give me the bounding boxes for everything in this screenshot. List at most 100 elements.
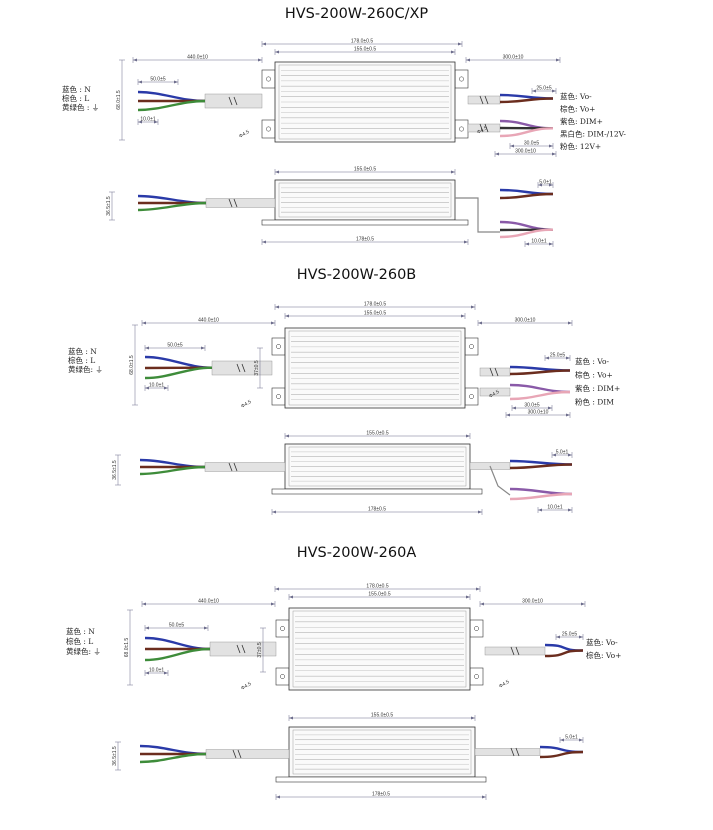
wire-label: 黄绿色: ⏚	[68, 364, 103, 374]
cable-jacket	[209, 641, 277, 657]
dimension-arrow	[458, 42, 462, 46]
dim-side-tin2-1: 10.0±1	[524, 239, 554, 247]
dimension-label: 68.0±1.5	[129, 355, 135, 375]
base-plate-3	[275, 776, 487, 783]
wire	[137, 90, 206, 103]
dimension-label: 178.0±0.5	[366, 584, 388, 590]
dimension-arrow	[538, 183, 542, 187]
dimension-label: 5.0±1	[539, 180, 552, 186]
dimension-arrow	[549, 242, 553, 246]
dimension-arrow	[532, 89, 536, 93]
wire-label: 蓝色 : N	[68, 346, 97, 356]
dimension-arrow	[461, 314, 465, 318]
cable-jacket	[479, 387, 511, 397]
input-cable-2	[211, 360, 273, 376]
cable-jacket	[205, 749, 290, 759]
dimension-arrow	[538, 508, 542, 512]
dimension-label: 10.0±1	[149, 383, 164, 389]
dimension-label: 155.0±0.5	[354, 47, 376, 53]
dim-body-1: 155.0±0.5	[274, 47, 456, 55]
wire	[139, 465, 206, 476]
side-output-wires-3	[539, 745, 584, 759]
dimension-arrow	[138, 80, 142, 84]
dimension-arrow	[495, 152, 499, 156]
dim-strip-3: 50.0±5	[144, 623, 209, 631]
housing-side-3	[288, 726, 476, 778]
wire	[139, 752, 207, 764]
housing-outline	[274, 179, 456, 221]
dimension-label: 300.0±10	[522, 599, 543, 605]
dim-strip-2: 50.0±5	[144, 343, 206, 351]
wire	[499, 127, 554, 138]
cable-jacket	[205, 198, 276, 208]
break-1c	[479, 123, 489, 133]
mounting-hole	[280, 674, 285, 679]
break-mark	[489, 367, 499, 377]
dimension-arrow	[285, 434, 289, 438]
title-260b: HVS-200W-260B	[296, 267, 417, 283]
break-mark	[228, 96, 238, 106]
dim-overall-1: 178.0±0.5	[261, 39, 463, 47]
side-output-cable-3	[474, 748, 541, 756]
housing-inner-outline	[292, 610, 467, 688]
dim-tin-3: 10.0±1	[144, 668, 169, 676]
title-260a: HVS-200W-260A	[296, 545, 417, 561]
dim-diam-1: Φ4.5	[238, 129, 251, 140]
dim-in-lead-1: 440.0±10	[132, 55, 263, 63]
break-3a	[236, 644, 246, 654]
base-plate-2	[271, 488, 483, 495]
dimension-arrow	[552, 89, 556, 93]
dimension-arrow	[556, 58, 560, 62]
dim-body-3: 155.0±0.5	[288, 592, 471, 600]
wire	[539, 750, 584, 759]
flange-3c	[469, 619, 484, 638]
dimension-arrow	[510, 144, 514, 148]
side-output-wires-1b	[499, 220, 554, 239]
dimension-label: 300.0±10	[515, 318, 536, 324]
wire	[144, 647, 211, 662]
input-wires-3	[144, 636, 211, 662]
dimension-label: 68.0±1.5	[116, 90, 122, 110]
dim-out-lead-1: 300.0±10	[465, 55, 561, 63]
wire-label: 紫色: DIM+	[560, 116, 603, 126]
cable-jacket	[204, 462, 286, 472]
flange-1b	[261, 119, 276, 139]
wire-label: 蓝色 : N	[62, 84, 91, 94]
wire	[509, 463, 573, 470]
dimension-arrow	[549, 144, 553, 148]
dimension-label: 68.0±1.5	[124, 638, 130, 658]
housing-top-3	[288, 607, 471, 691]
wire-label: 棕色: Vo+	[586, 650, 621, 660]
input-wires-1	[137, 90, 206, 112]
title-260cxp: HVS-200W-260C/XP	[284, 6, 429, 22]
dimension-arrow	[552, 152, 556, 156]
dimension-arrow	[271, 321, 275, 325]
wire	[144, 636, 211, 651]
dimension-arrow	[142, 321, 146, 325]
mounting-hole	[474, 674, 479, 679]
dimension-arrow	[579, 738, 583, 742]
dimension-arrow	[480, 602, 484, 606]
dimension-label: 25.0±5	[536, 86, 551, 92]
dimension-arrow	[478, 510, 482, 514]
break-mark	[228, 462, 238, 472]
dim-height-1: 68.0±1.5	[116, 59, 125, 141]
housing-inner-outline	[292, 729, 472, 775]
dimension-label: 37±0.5	[254, 360, 260, 375]
dimension-arrow	[471, 305, 475, 309]
cable-jacket	[467, 95, 501, 105]
flange-3b	[275, 667, 290, 686]
dimension-arrow	[451, 170, 455, 174]
dim-out-strip2-2: 30.0±5	[511, 403, 553, 411]
flange-1c	[454, 69, 469, 89]
dim-mount-3: 37±0.5	[257, 627, 266, 673]
dimension-arrow	[466, 58, 470, 62]
dimension-arrow	[478, 321, 482, 325]
dimension-arrow	[145, 346, 149, 350]
dimension-arrow	[271, 602, 275, 606]
flange-3a	[275, 619, 290, 638]
dimension-label: 440.0±10	[187, 55, 208, 61]
wire	[499, 192, 554, 200]
dim-tin-1: 10.0±1	[137, 117, 159, 125]
output-cable-1a	[467, 95, 501, 105]
